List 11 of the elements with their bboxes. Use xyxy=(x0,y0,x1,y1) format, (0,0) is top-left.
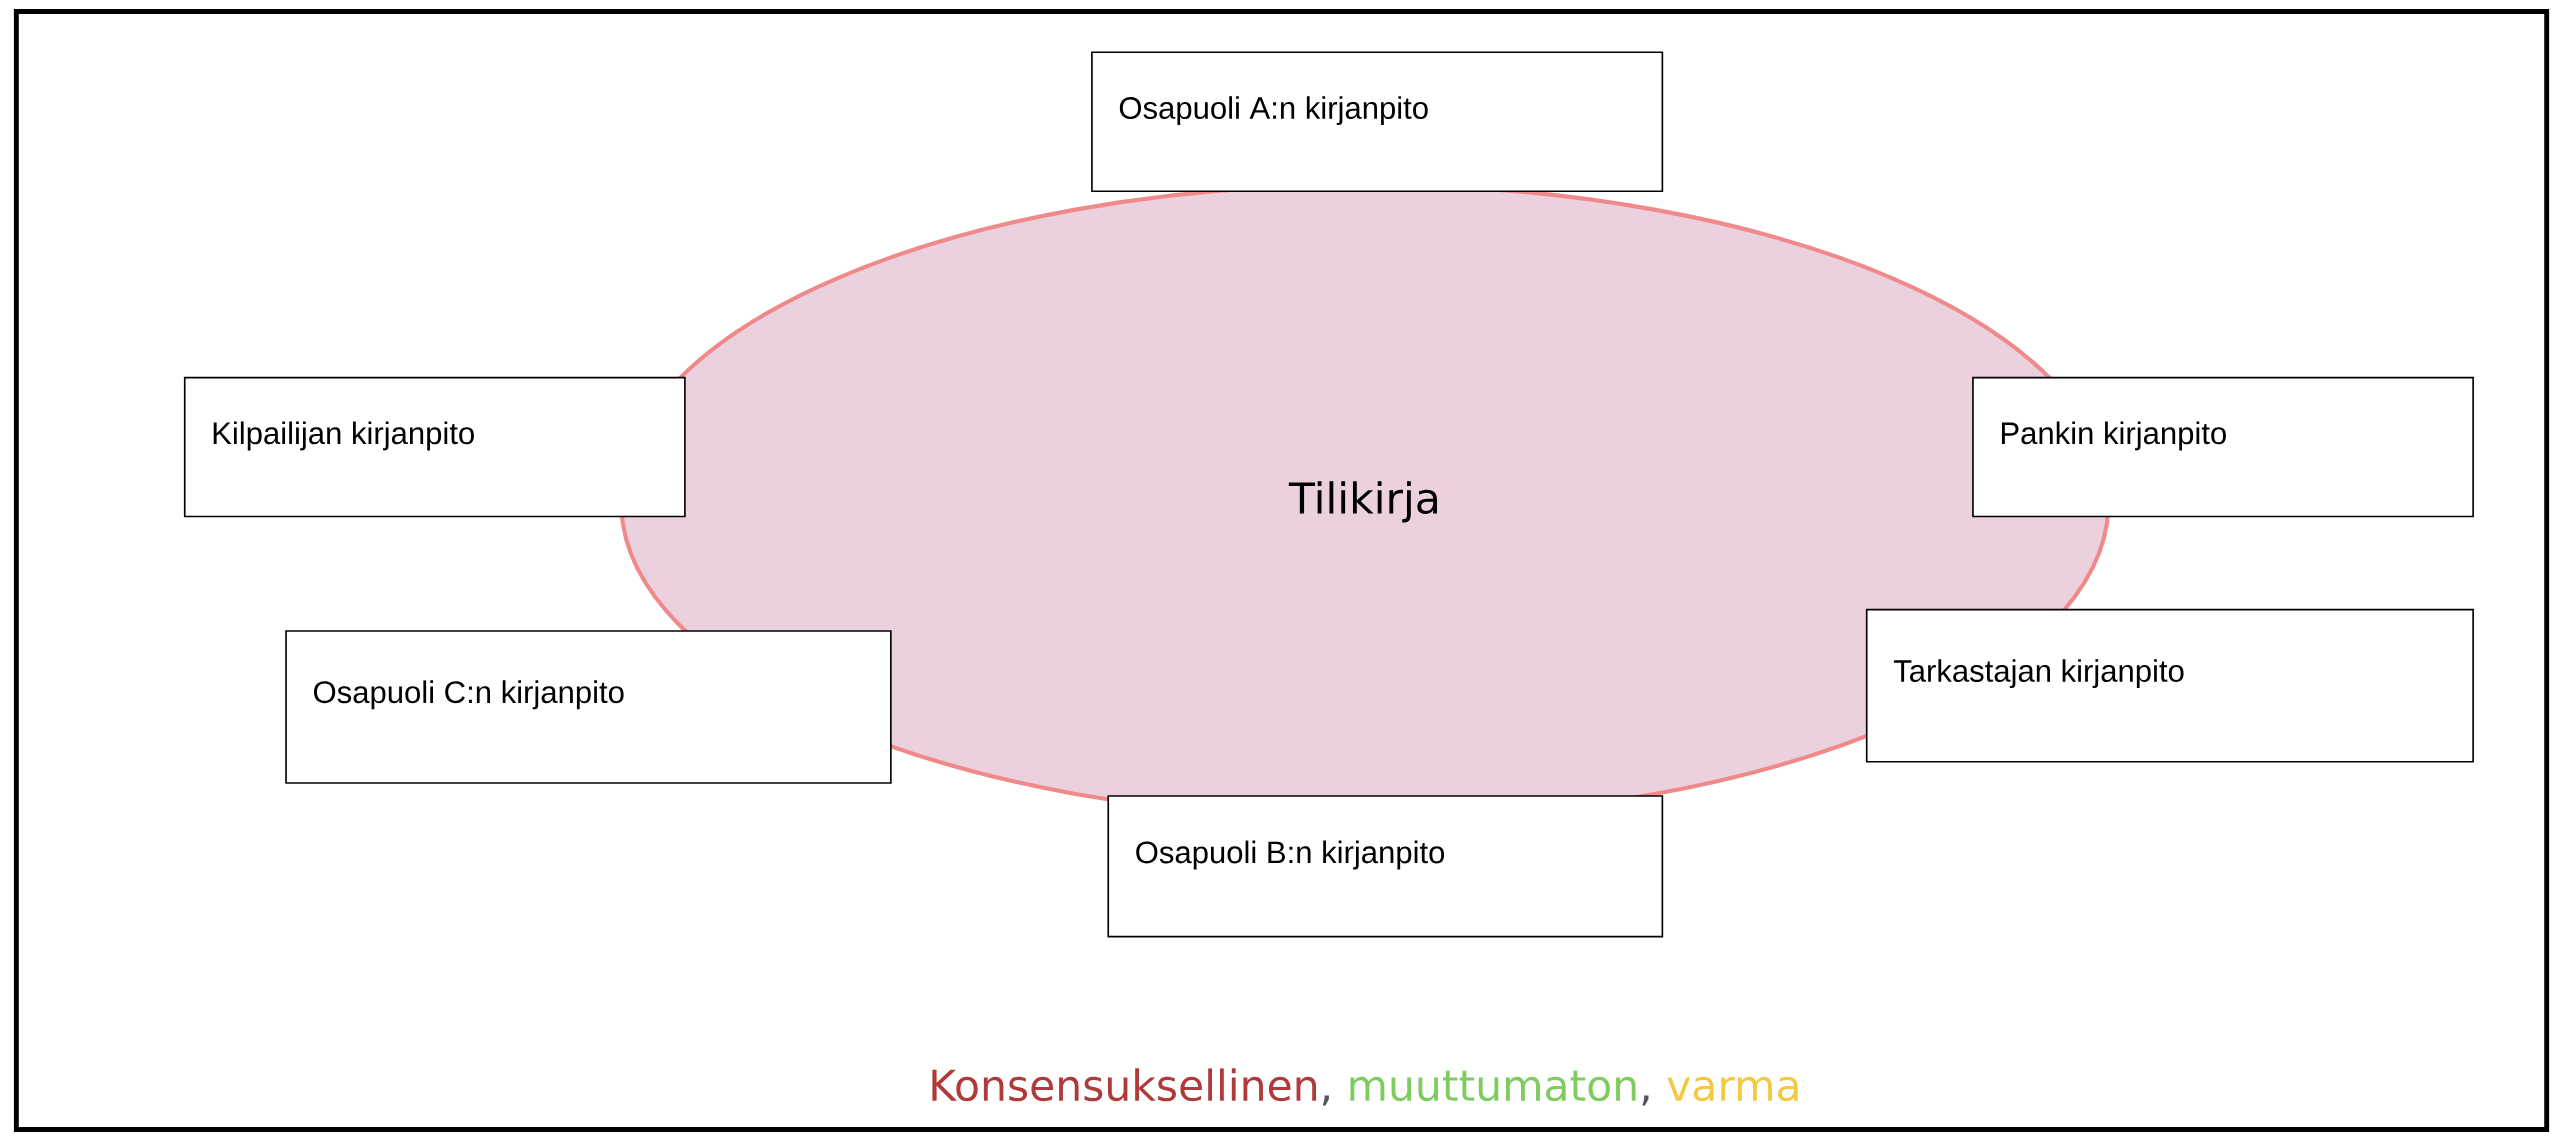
tagline-comma: , xyxy=(1642,1095,1649,1106)
ledger-box: Kilpailijan kirjanpito xyxy=(183,376,686,518)
ledger-box: Osapuoli A:n kirjanpito xyxy=(1091,51,1664,192)
tagline-word: varma xyxy=(1667,1076,1798,1102)
ledger-box: Pankin kirjanpito xyxy=(1972,376,2474,518)
tagline-word: muuttumaton xyxy=(1350,1070,1636,1102)
ledger-box: Tarkastajan kirjanpito xyxy=(1865,608,2474,763)
tagline-comma: , xyxy=(1322,1095,1329,1106)
ledger-box: Osapuoli B:n kirjanpito xyxy=(1107,795,1664,938)
ledger-box: Osapuoli C:n kirjanpito xyxy=(285,630,892,784)
tagline-word: Konsensuksellinen xyxy=(932,1068,1317,1102)
